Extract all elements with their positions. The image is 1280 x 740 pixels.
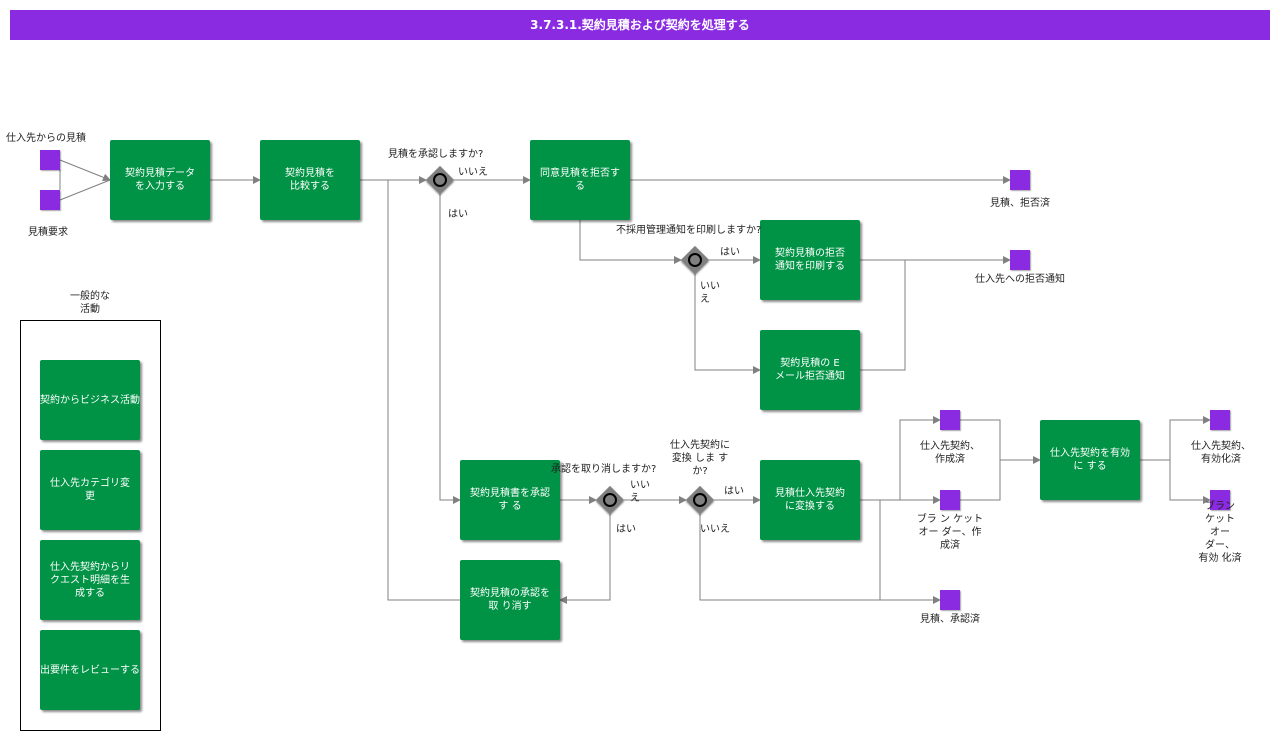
task-cancel-approval[interactable]: 契約見積の承認を 取 り消す <box>460 560 560 640</box>
label-approve-question: 見積を承認しますか? <box>388 149 484 160</box>
edge-label-no: いい え <box>700 281 720 305</box>
task-reject-quote[interactable]: 同意見積を拒否す る <box>530 140 630 220</box>
event-quote-approved <box>940 590 960 610</box>
event-blanket-order-activated <box>1210 490 1230 510</box>
legend-title: 一般的な 活動 <box>70 291 110 315</box>
event-quote-rejected <box>1010 170 1030 190</box>
label-rejection-notice: 仕入先への拒否通知 <box>975 274 1065 285</box>
label-supplier-quote: 仕入先からの見積 <box>6 133 86 144</box>
label-quote-rejected: 見積、拒否済 <box>990 198 1050 209</box>
legend-task[interactable]: 契約からビジネス活動 <box>40 360 140 440</box>
event-rejection-notice <box>1010 250 1030 270</box>
label-blanket-order-activated: ブラン ケット オー ダー、 有効 化済 <box>1198 501 1242 564</box>
gateway-cancel-marker <box>603 493 617 507</box>
legend-task[interactable]: 仕入先契約からリ クエスト明細を生 成する <box>40 540 140 620</box>
edge-label-yes: はい <box>724 486 744 497</box>
label-quote-approved: 見積、承認済 <box>920 614 980 625</box>
gateway-print-marker <box>688 253 702 267</box>
task-enter-quote[interactable]: 契約見積データ を入力する <box>110 140 210 220</box>
legend-box <box>20 320 161 731</box>
label-cancel-question: 承認を取り消しますか? <box>551 464 657 475</box>
edge-label-yes: はい <box>448 209 468 220</box>
task-compare-quote[interactable]: 契約見積を 比較する <box>260 140 360 220</box>
label-contract-activated: 仕入先契約、 有効化済 <box>1191 441 1251 465</box>
legend-task[interactable]: 出要件をレビューする <box>40 630 140 710</box>
label-blanket-order-created: ブラ ン ケット オー ダー、作 成済 <box>916 514 984 551</box>
event-contract-created <box>940 410 960 430</box>
task-convert-quote[interactable]: 見積仕入先契約 に変換する <box>760 460 860 540</box>
legend-task[interactable]: 仕入先カテゴリ変 更 <box>40 450 140 530</box>
task-print-rejection[interactable]: 契約見積の拒否 通知を印刷する <box>760 220 860 300</box>
label-convert-question: 仕入先契約に 変換 しま す か? <box>670 440 730 477</box>
task-activate-contract[interactable]: 仕入先契約を有効 に する <box>1040 420 1140 500</box>
edge-label-yes: はい <box>616 524 636 535</box>
task-approve-quote[interactable]: 契約見積書を承認 す る <box>460 460 560 540</box>
gateway-convert-marker <box>693 493 707 507</box>
task-email-rejection[interactable]: 契約見積の E メール拒否通知 <box>760 330 860 410</box>
event-quote-request <box>40 190 60 210</box>
page-title: 3.7.3.1.契約見積および契約を処理する <box>10 10 1270 40</box>
label-print-question: 不採用管理通知を印刷しますか? <box>616 225 762 236</box>
event-blanket-order-created <box>940 490 960 510</box>
gateway-approve-marker <box>433 173 447 187</box>
edge-label-no: いいえ <box>700 524 730 535</box>
label-contract-created: 仕入先契約、 作成済 <box>920 441 980 465</box>
label-quote-request: 見積要求 <box>28 227 68 238</box>
event-supplier-quote <box>40 150 60 170</box>
event-contract-activated <box>1210 410 1230 430</box>
edge-label-no: いい え <box>630 480 650 504</box>
edge-label-yes: はい <box>720 247 740 258</box>
edge-label-no: いいえ <box>458 167 488 178</box>
